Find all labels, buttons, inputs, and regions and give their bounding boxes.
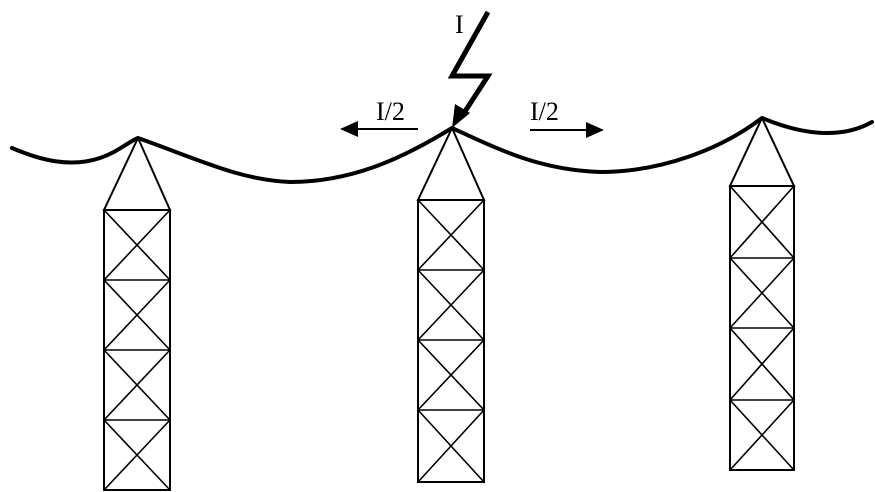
left-half-current-label: I/2	[376, 97, 405, 126]
transmission-tower-right	[728, 115, 796, 471]
tower-left-peak	[102, 135, 172, 211]
transmission-tower-middle	[416, 125, 486, 483]
strike-current-label: I	[455, 10, 464, 39]
transmission-tower-left	[102, 135, 172, 491]
arrow-left-icon	[340, 121, 418, 137]
right-half-current-label: I/2	[530, 97, 559, 126]
arrow-right-icon	[530, 122, 604, 138]
lightning-bolt-icon	[447, 10, 493, 128]
tower-middle-body	[417, 199, 485, 483]
overhead-ground-wire	[10, 116, 874, 184]
